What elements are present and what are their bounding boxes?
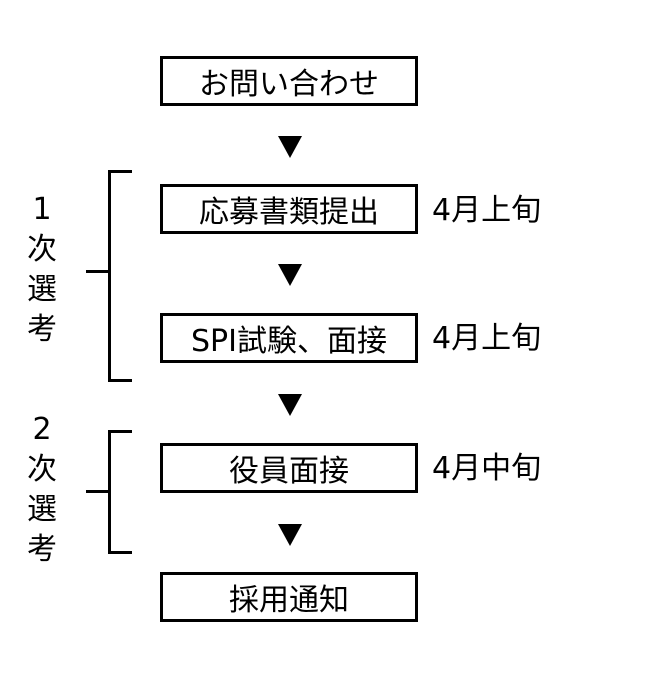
stage-2-label: 2 次 選 考 [22, 410, 62, 570]
arrow-down-icon [278, 524, 302, 546]
stage-2-char-3: 考 [27, 532, 57, 567]
stage-1-number: 1 [32, 192, 52, 227]
step-executive-interview-date: 4月中旬 [432, 451, 542, 486]
step-spi-interview-box: SPI試験、面接 [160, 313, 418, 363]
stage-1-char-2: 選 [27, 272, 57, 307]
arrow-down-icon [278, 136, 302, 158]
step-spi-interview-date: 4月上旬 [432, 321, 542, 356]
step-application-box: 応募書類提出 [160, 184, 418, 234]
step-executive-interview-box: 役員面接 [160, 443, 418, 493]
stage-2-char-2: 選 [27, 492, 57, 527]
stage-1-bracket-tick [86, 270, 110, 273]
step-offer-notice-box: 採用通知 [160, 572, 418, 622]
arrow-down-icon [278, 394, 302, 416]
step-inquiry-box: お問い合わせ [160, 56, 418, 106]
stage-1-char-3: 考 [27, 312, 57, 347]
stage-1-char-1: 次 [27, 232, 57, 267]
stage-1-bracket [108, 170, 132, 382]
stage-2-bracket-tick [86, 490, 110, 493]
stage-2-char-1: 次 [27, 452, 57, 487]
arrow-down-icon [278, 264, 302, 286]
stage-1-label: 1 次 選 考 [22, 190, 62, 350]
step-application-date: 4月上旬 [432, 193, 542, 228]
stage-2-number: 2 [32, 412, 52, 447]
stage-2-bracket [108, 430, 132, 554]
